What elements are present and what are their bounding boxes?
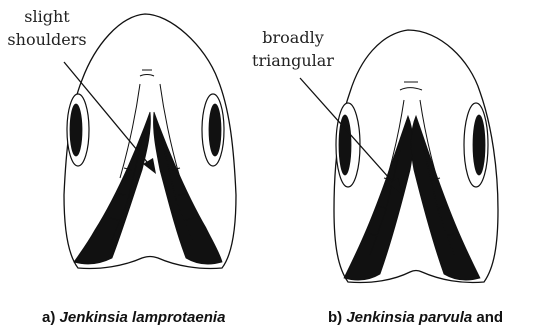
annotation-slight: slight [24, 7, 70, 26]
caption-b-suffix: and [472, 309, 503, 326]
head-a-right-eye-pupil [209, 104, 221, 156]
annotation-shoulders: shoulders [7, 30, 86, 49]
annotation-triangular: triangular [252, 51, 334, 70]
caption-a-species: Jenkinsia lamprotaenia [60, 309, 226, 326]
head-a-drawing [64, 14, 236, 269]
caption-b-species: Jenkinsia parvula [346, 309, 472, 326]
head-b-right-eye-pupil [473, 115, 485, 175]
caption-a: a) Jenkinsia lamprotaenia [42, 309, 225, 326]
head-a-left-eye-pupil [70, 104, 82, 156]
caption-b-prefix: b) [328, 309, 346, 326]
annotation-broadly: broadly [262, 28, 323, 47]
caption-b: b) Jenkinsia parvula and [328, 309, 503, 326]
caption-a-prefix: a) [42, 309, 60, 326]
